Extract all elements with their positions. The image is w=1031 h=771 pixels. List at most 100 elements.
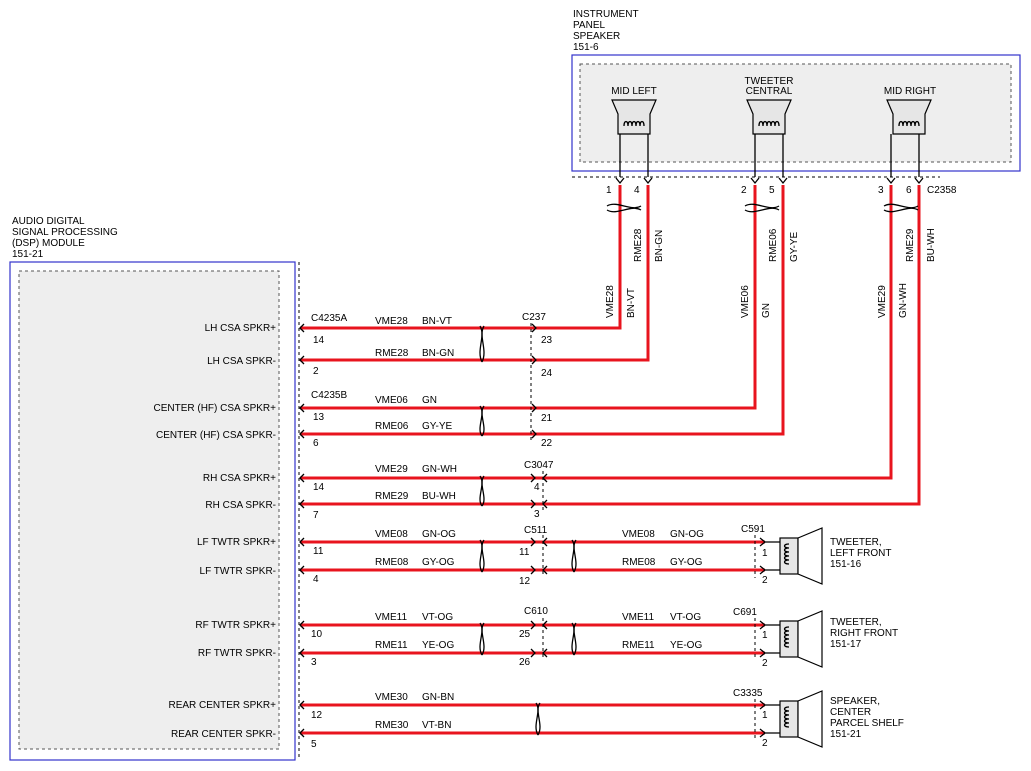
pin-number: 12 — [311, 710, 323, 721]
dsp-pin-label: LF TWTR SPKR+ — [197, 537, 276, 548]
pin-number: 23 — [541, 335, 553, 346]
connector-c610: C610 25 26 — [519, 606, 548, 668]
dsp-module-inner — [18, 270, 280, 750]
wire-circuit: RME30 — [375, 720, 409, 731]
pin-number: 1 — [762, 548, 768, 559]
pin-number: 2 — [762, 575, 768, 586]
wire-color: GY-OG — [422, 557, 455, 568]
dsp-pin-label: REAR CENTER SPKR+ — [168, 700, 276, 711]
dsp-pin-numbers: 14 2 13 6 14 7 11 4 10 3 12 5 — [311, 335, 325, 750]
speaker-mid-right: MID RIGHT — [884, 86, 936, 177]
speaker-label: 151-17 — [830, 639, 862, 650]
wire-color: GY-YE — [789, 231, 800, 262]
pin-number: 6 — [313, 438, 319, 449]
wire-color: YE-OG — [670, 640, 702, 651]
pin-number: 11 — [519, 547, 530, 558]
wire-vme28-up — [555, 185, 622, 330]
speaker-label: CENTER — [830, 707, 871, 718]
connector-c511: C511 11 12 — [519, 525, 548, 587]
speaker-label: PARCEL SHELF — [830, 718, 904, 729]
connector-label: C610 — [524, 606, 548, 617]
wire-color: GN-BN — [422, 692, 454, 703]
dsp-title-line: 151-21 — [12, 249, 44, 260]
pin-number: 2 — [762, 658, 768, 669]
wire-color: BN-VT — [626, 288, 637, 318]
wire-circuit: VME06 — [740, 285, 751, 318]
wire-circuit: VME30 — [375, 692, 408, 703]
pin-number: 21 — [541, 413, 553, 424]
pin-number: 2 — [762, 738, 768, 749]
pin-number: 7 — [313, 510, 319, 521]
wire-circuit: RME28 — [375, 348, 409, 359]
dsp-pin-label: RH CSA SPKR+ — [203, 473, 276, 484]
pin-number: 3 — [311, 657, 317, 668]
speaker-label: MID LEFT — [611, 86, 657, 97]
connector-c237: C237 23 24 21 22 — [522, 312, 553, 449]
connector-label-c2358: C2358 — [927, 185, 957, 196]
wire-circuit: VME29 — [877, 285, 888, 318]
wire-color: BN-VT — [422, 316, 452, 327]
wire-labels-right: VME08 GN-OG RME08 GY-OG VME11 VT-OG RME1… — [622, 529, 704, 651]
wire-color: GY-YE — [422, 421, 453, 432]
dsp-title-line: AUDIO DIGITAL — [12, 216, 85, 227]
wire-circuit: RME29 — [905, 228, 916, 262]
pin-number: 14 — [313, 335, 325, 346]
instrument-panel-title: INSTRUMENT PANEL SPEAKER 151-6 — [573, 9, 639, 53]
pin-number: 4 — [534, 482, 540, 493]
dsp-pin-label: LH CSA SPKR- — [207, 356, 276, 367]
dsp-pin-label: RF TWTR SPKR- — [198, 648, 276, 659]
wire-rme29-up — [555, 185, 921, 506]
wire-color: VT-OG — [422, 612, 453, 623]
connector-label: C3047 — [524, 460, 554, 471]
dsp-terminals — [299, 323, 305, 738]
twisted-pair-symbols — [479, 203, 919, 736]
connector-label-c4235b: C4235B — [311, 390, 347, 401]
speaker-icon — [611, 99, 657, 135]
wire-color: BN-GN — [654, 230, 665, 262]
speaker-label: TWEETER, — [830, 537, 882, 548]
pin-number: 3 — [878, 185, 884, 196]
connector-label: C591 — [741, 524, 765, 535]
pin-number: 25 — [519, 629, 531, 640]
speaker-label: 151-21 — [830, 729, 862, 740]
pin-number: 4 — [313, 574, 319, 585]
pin-number: 10 — [311, 629, 323, 640]
wire-rme28-up — [555, 185, 650, 362]
connector-label: C3335 — [733, 688, 763, 699]
wire-circuit: VME28 — [375, 316, 408, 327]
wire-color: GN-WH — [898, 283, 909, 318]
pin-number: 2 — [313, 366, 319, 377]
pin-number: 13 — [313, 412, 325, 423]
pin-number: 5 — [769, 185, 775, 196]
wire-circuit: VME08 — [622, 529, 655, 540]
dsp-module-title: AUDIO DIGITAL SIGNAL PROCESSING (DSP) MO… — [12, 216, 118, 260]
wire-color: GY-OG — [670, 557, 703, 568]
vertical-wire-labels: RME28 BN-GN RME06 GY-YE RME29 BU-WH VME2… — [605, 228, 937, 318]
panel-terminals — [615, 177, 924, 185]
dsp-pin-label: LF TWTR SPKR- — [200, 566, 276, 577]
speaker-tweeter-left-front: C591 1 2 TWEETER, LEFT FRONT 151-16 — [741, 524, 891, 586]
horizontal-wires — [300, 326, 765, 735]
speaker-tweeter-right-front: C691 1 2 TWEETER, RIGHT FRONT 151-17 — [733, 607, 898, 669]
speaker-label: CENTRAL — [746, 86, 793, 97]
speaker-label: RIGHT FRONT — [830, 628, 898, 639]
speaker-label: SPEAKER, — [830, 696, 880, 707]
pin-number: 11 — [313, 546, 324, 557]
speaker-label: LEFT FRONT — [830, 548, 891, 559]
connector-c3047: C3047 4 3 — [524, 460, 554, 520]
wire-circuit: RME29 — [375, 491, 409, 502]
dsp-pin-label: LH CSA SPKR+ — [205, 323, 277, 334]
pin-number: 3 — [534, 509, 540, 520]
pin-number: 24 — [541, 368, 553, 379]
wire-color: YE-OG — [422, 640, 454, 651]
pin-number: 4 — [634, 185, 640, 196]
connector-label: C511 — [524, 525, 548, 536]
dsp-title-line: SIGNAL PROCESSING — [12, 227, 118, 238]
pin-number: 22 — [541, 438, 553, 449]
wire-circuit: RME08 — [622, 557, 656, 568]
wire-color: BN-GN — [422, 348, 454, 359]
wire-circuit: VME28 — [605, 285, 616, 318]
dsp-pin-label: RF TWTR SPKR+ — [195, 620, 276, 631]
speaker-mid-left: MID LEFT — [611, 86, 657, 177]
